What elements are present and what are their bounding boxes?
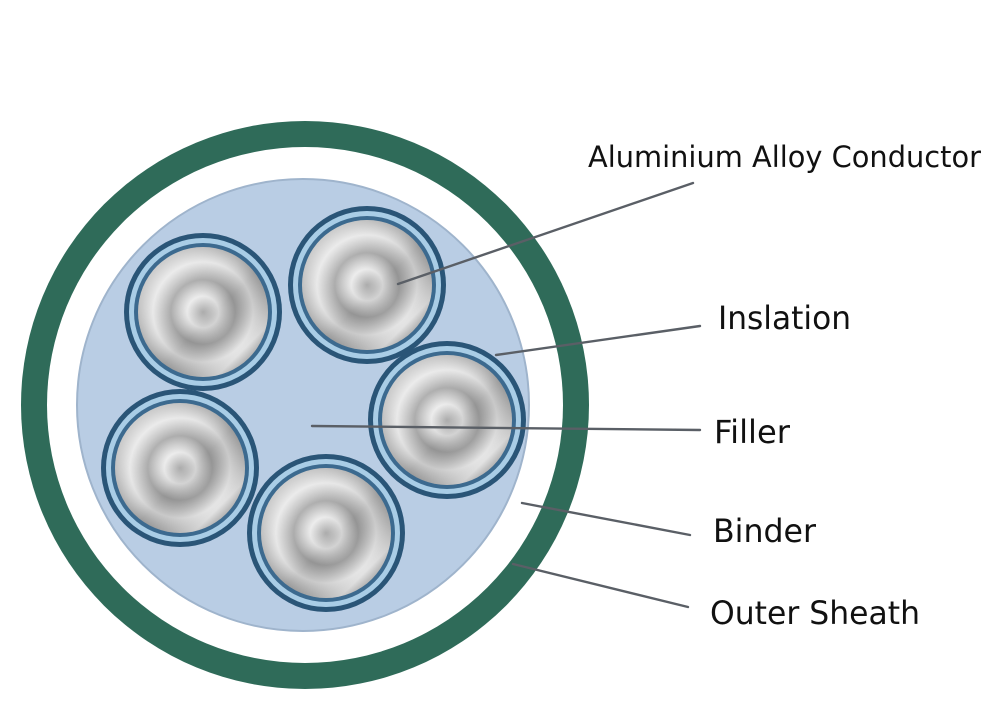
core-left (101, 389, 259, 547)
leader-line-filler (310, 424, 702, 432)
core-top-center (288, 206, 446, 364)
leader-line-conductor (396, 181, 695, 286)
leader-line-outer-sheath (511, 562, 690, 609)
core-top-left (124, 233, 282, 391)
label-filler: Filler (714, 413, 791, 451)
label-conductor: Aluminium Alloy Conductor (588, 140, 981, 174)
core-right (368, 341, 526, 499)
label-insulation: Inslation (718, 299, 851, 337)
label-binder: Binder (713, 512, 817, 550)
label-outer-sheath: Outer Sheath (710, 594, 920, 632)
leader-line-binder (520, 501, 692, 537)
core-bottom (247, 454, 405, 612)
leader-line-insulation (494, 324, 702, 357)
